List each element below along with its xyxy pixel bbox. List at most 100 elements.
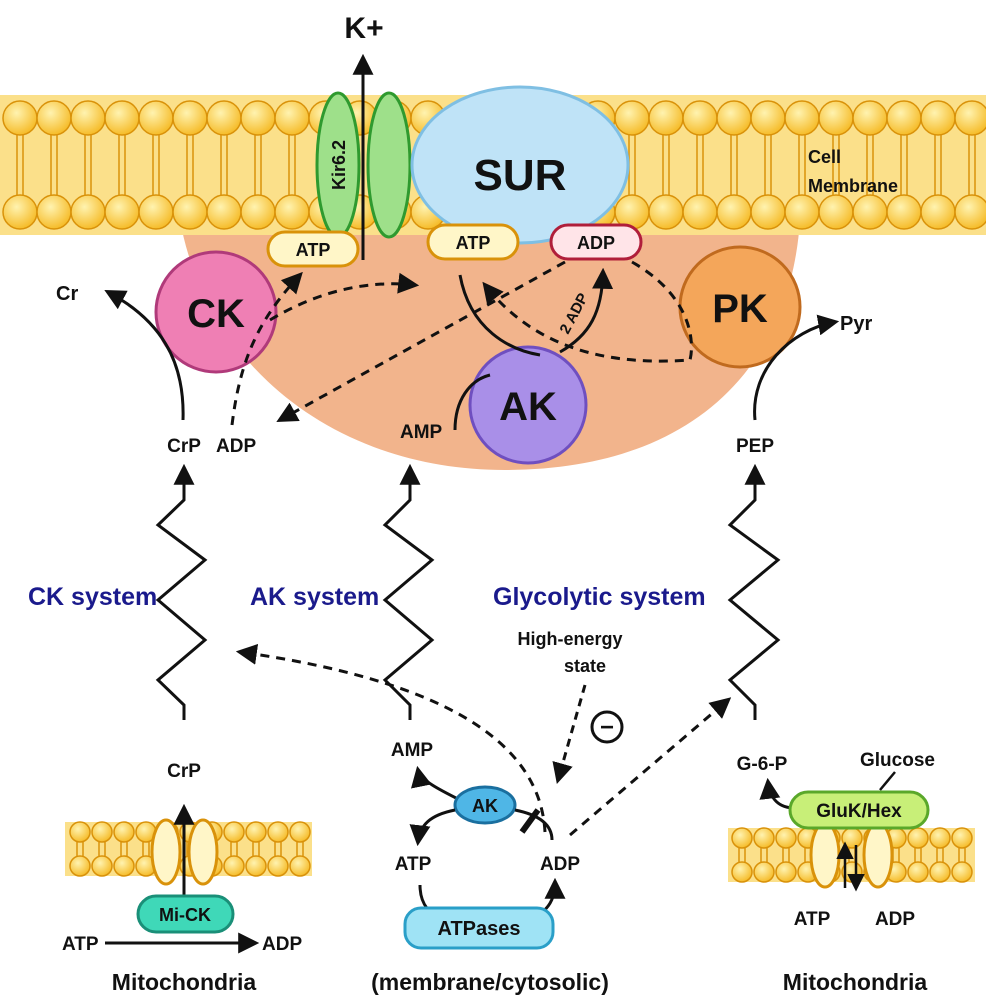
amp-bottom-label: AMP <box>391 740 434 761</box>
lipid-head <box>274 194 310 230</box>
adp-ck-label: ADP <box>216 436 256 457</box>
glycolytic-zigzag-chain <box>727 463 781 720</box>
mito-left-pore-left <box>150 818 182 886</box>
ak-label: AK <box>499 385 557 429</box>
lipid-head <box>240 100 276 136</box>
kir-atp-pill <box>266 230 360 268</box>
mi-ck-enzyme <box>136 894 235 934</box>
crp-bottom-label: CrP <box>167 761 201 782</box>
lipid-head <box>289 821 311 843</box>
ak-consumes-atp-arc <box>458 274 541 357</box>
adp-mito-left-label: ADP <box>262 934 302 955</box>
lipid-head <box>245 821 267 843</box>
ak-cycle-upper-arc <box>514 808 554 841</box>
membrane-cytosolic-label: (membrane/cytosolic) <box>371 969 609 995</box>
high-energy-dashed-arrow <box>552 684 587 785</box>
lipid-head <box>2 100 38 136</box>
glycolytic-system-label: Glycolytic system <box>493 583 706 611</box>
cr-label: Cr <box>56 283 78 305</box>
lipid-head <box>245 855 267 877</box>
lipid-head <box>852 100 888 136</box>
lipid-head <box>775 861 797 883</box>
lipid-head <box>907 827 929 849</box>
lipid-head <box>852 194 888 230</box>
lipid-head <box>274 100 310 136</box>
pk-label: PK <box>712 287 768 331</box>
inhibition-minus: − <box>600 714 614 741</box>
lipid-head <box>36 100 72 136</box>
glucose-label: Glucose <box>860 750 935 771</box>
ak-to-amp-arrow <box>411 765 461 802</box>
atpases-enzyme <box>403 906 555 950</box>
mi-ck-label: Mi-CK <box>159 905 211 925</box>
lipid-head <box>750 194 786 230</box>
sur-atp-label: ATP <box>456 233 491 253</box>
lipid-head <box>2 194 38 230</box>
lipid-head <box>954 100 986 136</box>
lipid-head <box>223 821 245 843</box>
lipid-head <box>138 194 174 230</box>
lipid-head <box>818 194 854 230</box>
lipid-head <box>172 100 208 136</box>
lipid-head <box>753 827 775 849</box>
k-ion-label: K+ <box>344 12 383 45</box>
sur-adp-label: ADP <box>577 233 615 253</box>
lipid-head <box>951 827 973 849</box>
lipid-head <box>104 100 140 136</box>
crp-top-label: CrP <box>167 436 201 457</box>
lipid-head <box>91 821 113 843</box>
lipid-head <box>36 194 72 230</box>
lipid-head <box>818 100 854 136</box>
lipid-head <box>753 861 775 883</box>
sur-label: SUR <box>474 151 567 200</box>
lipid-head <box>240 194 276 230</box>
lipid-head <box>731 827 753 849</box>
ak-inhibition-bar <box>519 808 541 834</box>
ck-to-sur-atp-arrow <box>269 272 420 322</box>
lipid-head <box>716 100 752 136</box>
lipid-head <box>69 855 91 877</box>
mito-left-pore-right <box>187 818 219 886</box>
adp-pk-loop-arrow <box>482 260 693 363</box>
lipid-head <box>206 194 242 230</box>
lipid-head <box>267 855 289 877</box>
kir62-channel-right <box>366 91 412 239</box>
ck-label: CK <box>187 292 245 336</box>
cell-membrane-label-line1: Cell <box>808 147 841 167</box>
ck-system-label: CK system <box>28 583 157 611</box>
cell-membrane-label-line2: Membrane <box>808 176 898 196</box>
pyr-label: Pyr <box>840 313 872 335</box>
lipid-head <box>113 855 135 877</box>
lipid-head <box>784 194 820 230</box>
atp-mito-left-label: ATP <box>62 934 99 955</box>
sur-adp-pill <box>549 223 643 261</box>
lipid-head <box>775 827 797 849</box>
lipid-head <box>954 194 986 230</box>
high-energy-label-line1: High-energy <box>517 629 622 649</box>
lipid-head <box>206 100 242 136</box>
lipid-head <box>614 100 650 136</box>
lipid-head <box>223 855 245 877</box>
lipid-head <box>289 855 311 877</box>
lipid-head <box>784 100 820 136</box>
atp-bottom-label: ATP <box>395 854 432 875</box>
kir62-label: Kir6.2 <box>329 140 349 190</box>
pk-reaction-arrow <box>753 314 840 421</box>
lipid-head <box>920 100 956 136</box>
lipid-head <box>929 827 951 849</box>
lipid-head <box>929 861 951 883</box>
cytosol-region <box>180 220 800 470</box>
kir-atp-label: ATP <box>296 240 331 260</box>
lipid-head <box>69 821 91 843</box>
lipid-head <box>682 194 718 230</box>
pep-label: PEP <box>736 436 774 457</box>
lipid-head <box>951 861 973 883</box>
ak-small-enzyme <box>453 785 517 825</box>
ak-to-atp-arrow <box>409 808 456 847</box>
lipid-head <box>91 855 113 877</box>
lipid-head <box>267 821 289 843</box>
ck-reaction-arrow <box>104 290 185 421</box>
lipid-head <box>750 100 786 136</box>
lipid-head <box>70 194 106 230</box>
